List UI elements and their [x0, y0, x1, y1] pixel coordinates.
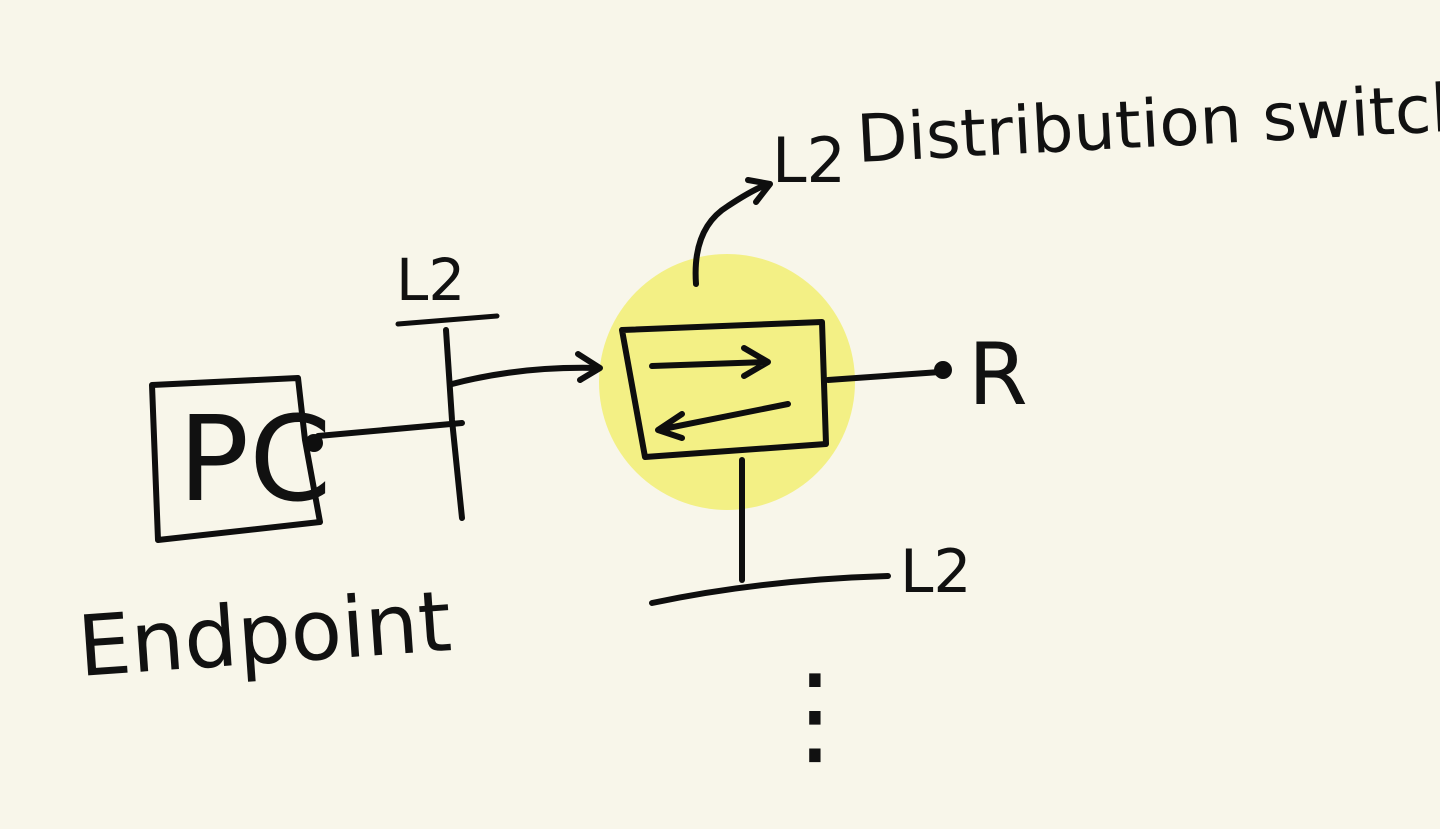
label-pointer	[692, 181, 771, 287]
switch-left-arrow	[655, 401, 791, 441]
l2-top-label: L2	[772, 124, 846, 197]
l2-left-underline	[395, 313, 500, 327]
endpoint-label: Endpoint	[75, 572, 455, 696]
l2-bottom-label: L2	[900, 537, 972, 607]
switch-highlight	[599, 254, 855, 510]
router-dot	[934, 361, 952, 379]
flow-arrow	[449, 364, 601, 387]
router-label: R	[968, 325, 1028, 425]
label-pointer-head	[745, 177, 773, 205]
pc-box	[149, 375, 323, 543]
l2-left-segment	[443, 327, 465, 521]
flow-arrow-head	[575, 351, 603, 383]
l2-left-label: L2	[396, 246, 465, 314]
switch-right-arrow	[649, 345, 771, 379]
switch-box	[619, 319, 829, 460]
continuation-dots: ⋮	[760, 650, 870, 778]
distribution-switch-label: Distribution switch	[855, 69, 1440, 178]
pc-link	[315, 420, 465, 439]
l2-bottom-segment	[649, 573, 891, 606]
pc-label: PC	[178, 390, 332, 528]
router-link	[825, 369, 943, 383]
